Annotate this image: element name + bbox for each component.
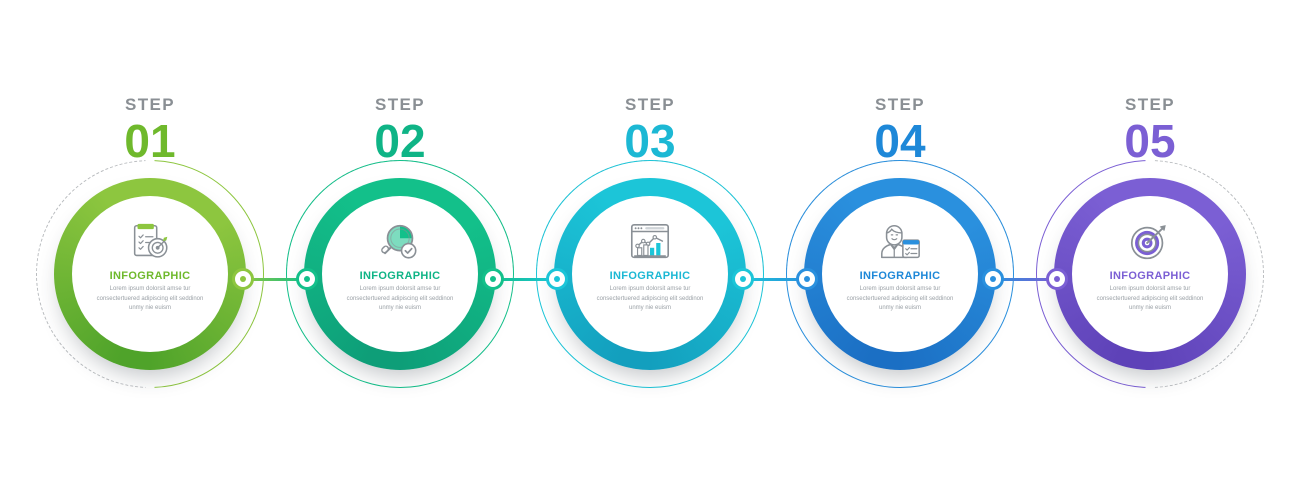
step-content-04: INFOGRAPHIC Lorem ipsum dolorsit amse tu… <box>822 196 978 352</box>
connector-node-right[interactable] <box>796 268 818 290</box>
connector-line <box>493 278 557 281</box>
thin-accent-ring <box>536 160 764 388</box>
thick-gradient-ring <box>554 178 746 370</box>
step-heading-02: STEP 02 <box>275 96 525 164</box>
step-02[interactable]: STEP 02 INFOGRAPHIC Lorem ipsum dolorsit… <box>275 0 525 500</box>
step-content-02: INFOGRAPHIC Lorem ipsum dolorsit amse tu… <box>322 196 478 352</box>
step-word-label: STEP <box>124 95 175 114</box>
target-arrow-icon <box>1127 220 1173 264</box>
connector-line <box>743 278 807 281</box>
thick-gradient-ring <box>804 178 996 370</box>
step-number-label: 01 <box>124 115 176 167</box>
step-circle-03[interactable]: INFOGRAPHIC Lorem ipsum dolorsit amse tu… <box>536 160 764 388</box>
step-content-05: INFOGRAPHIC Lorem ipsum dolorsit amse tu… <box>1072 196 1228 352</box>
thin-accent-ring <box>286 160 514 388</box>
magnifier-check-icon <box>377 220 423 264</box>
step-word-label: STEP <box>1124 95 1175 114</box>
step-circle-02[interactable]: INFOGRAPHIC Lorem ipsum dolorsit amse tu… <box>286 160 514 388</box>
step-number-label: 04 <box>874 115 926 167</box>
thick-gradient-ring <box>1054 178 1246 370</box>
infographic-body-text: Lorem ipsum dolorsit amse tur consectert… <box>596 286 704 312</box>
clipboard-target-icon <box>127 220 173 264</box>
step-circle-05[interactable]: INFOGRAPHIC Lorem ipsum dolorsit amse tu… <box>1036 160 1264 388</box>
connector-node-left[interactable] <box>732 268 754 290</box>
infographic-body-text: Lorem ipsum dolorsit amse tur consectert… <box>346 286 454 312</box>
step-heading-05: STEP 05 <box>1025 96 1275 164</box>
analytics-window-icon <box>627 220 673 264</box>
step-05[interactable]: STEP 05 INFOGRAPHIC Lorem ipsum dolorsit… <box>1025 0 1275 500</box>
infographic-body-text: Lorem ipsum dolorsit amse tur consectert… <box>846 286 954 312</box>
step-03[interactable]: STEP 03 INFOGRAPH <box>525 0 775 500</box>
connector-node-left[interactable] <box>982 268 1004 290</box>
infographic-title: INFOGRAPHIC <box>109 270 191 282</box>
connector-node-right[interactable] <box>546 268 568 290</box>
connector-4 <box>982 268 1068 290</box>
businessman-checklist-icon <box>877 220 923 264</box>
connector-node-left[interactable] <box>482 268 504 290</box>
connector-node-left[interactable] <box>232 268 254 290</box>
infographic-body-text: Lorem ipsum dolorsit amse tur consectert… <box>96 286 204 312</box>
step-content-03: INFOGRAPHIC Lorem ipsum dolorsit amse tu… <box>572 196 728 352</box>
step-word-label: STEP <box>874 95 925 114</box>
infographic-title: INFOGRAPHIC <box>1109 270 1191 282</box>
thin-accent-ring <box>786 160 1014 388</box>
connector-node-right[interactable] <box>296 268 318 290</box>
connector-1 <box>232 268 318 290</box>
step-number-label: 03 <box>624 115 676 167</box>
connector-line <box>243 278 307 281</box>
infographic-title: INFOGRAPHIC <box>359 270 441 282</box>
step-number-label: 05 <box>1124 115 1176 167</box>
step-heading-03: STEP 03 <box>525 96 775 164</box>
step-circle-04[interactable]: INFOGRAPHIC Lorem ipsum dolorsit amse tu… <box>786 160 1014 388</box>
step-01[interactable]: STEP 01 INFOGRAPHIC Lorem ipsum dolor <box>25 0 275 500</box>
connector-node-right[interactable] <box>1046 268 1068 290</box>
connector-line <box>993 278 1057 281</box>
thick-gradient-ring <box>304 178 496 370</box>
thick-gradient-ring <box>54 178 246 370</box>
step-content-01: INFOGRAPHIC Lorem ipsum dolorsit amse tu… <box>72 196 228 352</box>
step-heading-01: STEP 01 <box>25 96 275 164</box>
step-number-label: 02 <box>374 115 426 167</box>
step-04[interactable]: STEP 04 INFOGRAPHIC Lorem ipsu <box>775 0 1025 500</box>
step-heading-04: STEP 04 <box>775 96 1025 164</box>
connector-3 <box>732 268 818 290</box>
connector-2 <box>482 268 568 290</box>
step-word-label: STEP <box>624 95 675 114</box>
infographic-title: INFOGRAPHIC <box>609 270 691 282</box>
infographic-title: INFOGRAPHIC <box>859 270 941 282</box>
step-circle-01[interactable]: INFOGRAPHIC Lorem ipsum dolorsit amse tu… <box>36 160 264 388</box>
step-word-label: STEP <box>374 95 425 114</box>
infographic-body-text: Lorem ipsum dolorsit amse tur consectert… <box>1096 286 1204 312</box>
